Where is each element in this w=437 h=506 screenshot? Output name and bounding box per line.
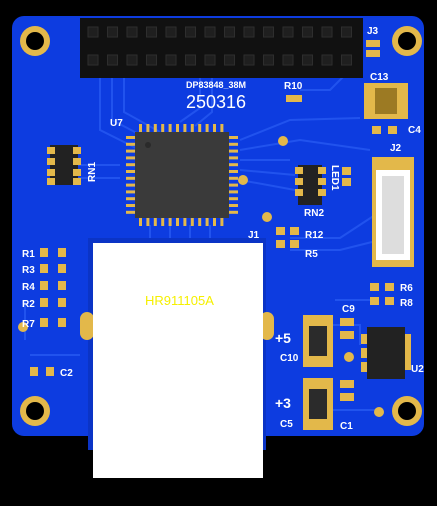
label-r3: R3 <box>22 265 35 276</box>
ic-u7 <box>126 124 238 226</box>
label-u7: U7 <box>110 118 123 129</box>
label-j2: J2 <box>390 143 402 154</box>
label-r5: R5 <box>305 249 318 260</box>
resistor-arrays <box>47 145 326 205</box>
label-c9: C9 <box>342 304 355 315</box>
label-r6: R6 <box>400 283 413 294</box>
label-rn1: RN1 <box>87 162 98 182</box>
label-r2: R2 <box>22 299 35 310</box>
label-r4: R4 <box>22 282 35 293</box>
label-r10: R10 <box>284 81 303 92</box>
label-c13: C13 <box>370 72 389 83</box>
label-u2: U2 <box>411 364 424 375</box>
label-c2: C2 <box>60 368 73 379</box>
label-c4: C4 <box>408 125 421 136</box>
label-led1: LED1 <box>329 165 340 191</box>
mounting-holes <box>20 26 422 426</box>
small-passives <box>18 40 397 417</box>
label-plus5: +5 <box>275 330 291 346</box>
label-jack-model: HR911105A <box>145 293 214 308</box>
label-r7: R7 <box>22 319 35 330</box>
tantalum-caps <box>303 83 408 430</box>
silkscreen: J3 C13 R10 DP83848_38M 250316 U7 C4 J2 R… <box>22 26 424 432</box>
connector-j2 <box>372 157 414 267</box>
label-c10: C10 <box>280 353 299 364</box>
copper-traces <box>24 69 381 411</box>
label-c5: C5 <box>280 419 293 430</box>
ic-u2 <box>361 327 411 379</box>
rj45-jack <box>80 238 274 478</box>
label-j1: J1 <box>248 230 260 241</box>
label-rn2: RN2 <box>304 208 324 219</box>
label-r12: R12 <box>305 230 324 241</box>
label-plus3: +3 <box>275 395 291 411</box>
label-c1: C1 <box>340 421 353 432</box>
label-part-number: DP83848_38M <box>186 80 246 90</box>
label-r8: R8 <box>400 298 413 309</box>
label-j3: J3 <box>367 26 379 37</box>
pin-header-j3 <box>80 18 363 78</box>
label-date-code: 250316 <box>186 92 246 112</box>
label-r1: R1 <box>22 249 35 260</box>
